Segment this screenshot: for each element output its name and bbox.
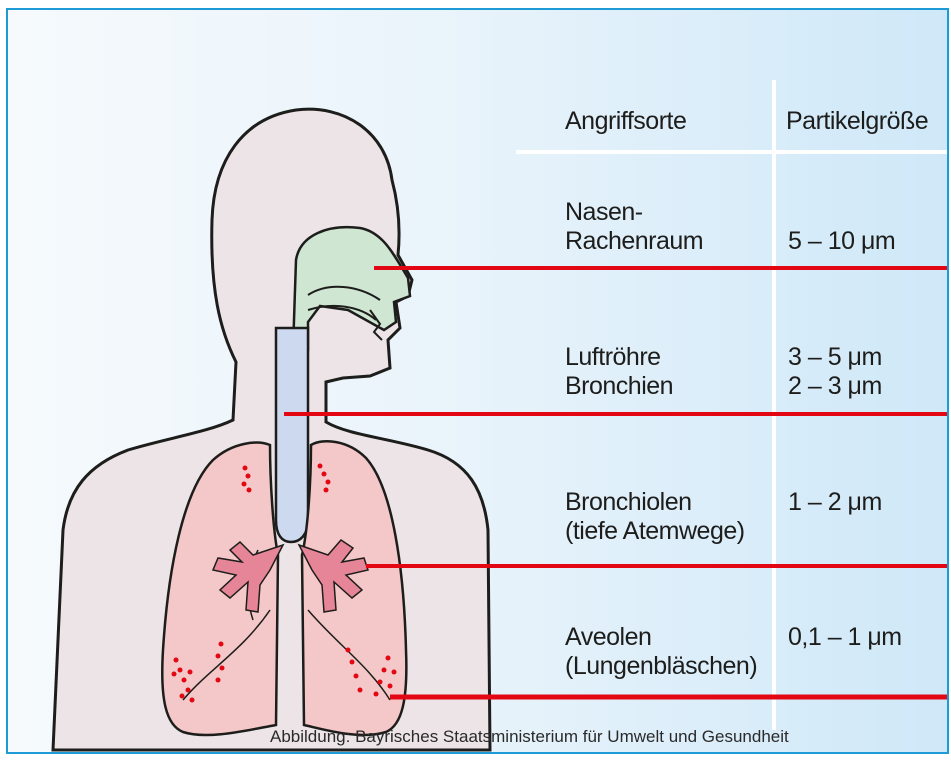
row-site-line: Nasen- <box>565 198 703 227</box>
row-site-line: (Lungenbläschen) <box>565 652 757 681</box>
row-site-line: Bronchiolen <box>565 488 745 517</box>
row-site-line: Rachenraum <box>565 227 703 256</box>
row-site: Nasen- Rachenraum <box>565 198 703 256</box>
header-sites: Angriffsorte <box>565 107 686 136</box>
row-site: Luftröhre Bronchien <box>565 343 673 401</box>
header-particle-size: Partikelgröße <box>786 107 928 136</box>
diagram-frame: Angriffsorte Partikelgröße Nasen- Rachen… <box>6 8 949 754</box>
row-size-line: 3 – 5 μm <box>788 343 882 372</box>
row-site: Aveolen (Lungenbläschen) <box>565 623 757 681</box>
row-size: 3 – 5 μm 2 – 3 μm <box>788 343 882 401</box>
row-site-line: Aveolen <box>565 623 757 652</box>
row-site-line: Luftröhre <box>565 343 673 372</box>
row-size: 5 – 10 μm <box>788 227 895 256</box>
row-size-line: 2 – 3 μm <box>788 372 882 401</box>
row-size: 1 – 2 μm <box>788 488 882 517</box>
bottom-margin <box>0 754 951 781</box>
trachea <box>276 328 308 542</box>
row-site-line: Bronchien <box>565 372 673 401</box>
row-site: Bronchiolen (tiefe Atemwege) <box>565 488 745 546</box>
row-size: 0,1 – 1 μm <box>788 623 902 652</box>
image-credit: Abbildung: Bayrisches Staatsministerium … <box>270 727 789 747</box>
row-site-line: (tiefe Atemwege) <box>565 517 745 546</box>
